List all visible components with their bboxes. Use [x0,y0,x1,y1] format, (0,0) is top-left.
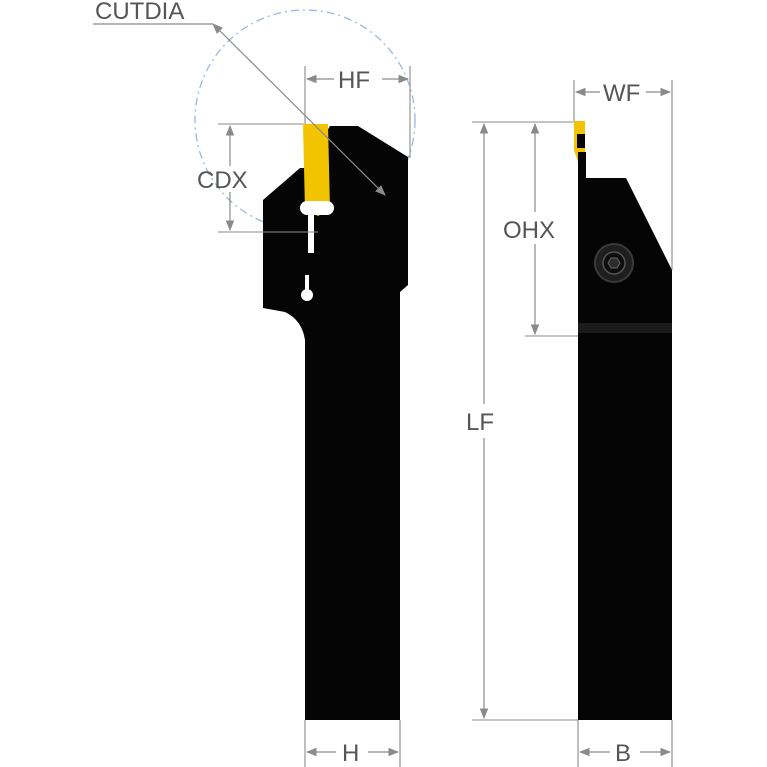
hex-socket-screw-icon [594,243,634,283]
tool-holder-body [263,126,408,720]
cutting-diameter-circle [194,9,416,231]
hf-label: HF [338,67,370,94]
cdx-label: CDX [197,167,248,194]
shank-body [578,333,672,720]
b-label: B [615,740,631,767]
h-label: H [342,740,359,767]
insert-notch [577,134,585,148]
relief-channel [308,215,314,253]
front-view: WF LF OHX B [466,80,673,767]
insert-seat [578,152,586,212]
head-band [578,323,672,333]
relief-slot [300,201,334,215]
ohx-label: OHX [503,217,555,244]
wf-label: WF [603,80,640,107]
cutdia-label: CUTDIA [95,0,184,25]
head-block [578,160,672,323]
relief-channel-lower [305,275,309,291]
relief-hole [301,289,313,301]
side-view: CUTDIA HF CDX H [93,0,416,767]
lf-label: LF [466,409,494,436]
